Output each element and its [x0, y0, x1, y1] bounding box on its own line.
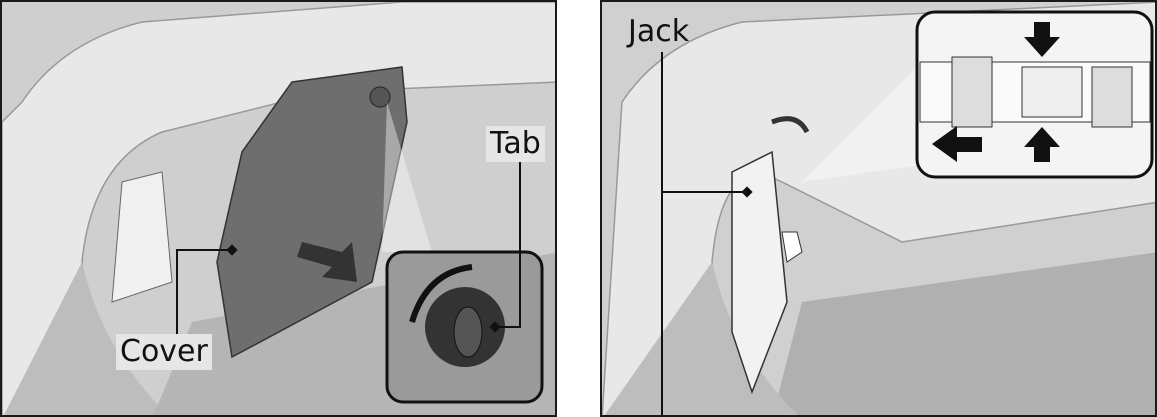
cover-removal-illustration: Cover Tab — [0, 0, 557, 417]
tab-label: Tab — [486, 126, 545, 162]
cover-label: Cover — [116, 334, 212, 370]
trunk-cover-drawing — [2, 2, 555, 415]
jack-removal-illustration: Jack — [600, 0, 1157, 417]
rotate-arrow-icon — [771, 116, 810, 134]
press-arrow-icon — [1024, 22, 1060, 57]
jack — [731, 150, 788, 395]
pull-arrow-icon — [297, 242, 357, 282]
cover-panel — [216, 66, 408, 359]
jack-drawing — [602, 2, 1155, 415]
press-arrow-icon — [1024, 127, 1060, 162]
jack-label: Jack — [628, 14, 690, 49]
pull-arrow-icon — [932, 126, 982, 162]
rotate-arrow-icon — [409, 264, 473, 323]
